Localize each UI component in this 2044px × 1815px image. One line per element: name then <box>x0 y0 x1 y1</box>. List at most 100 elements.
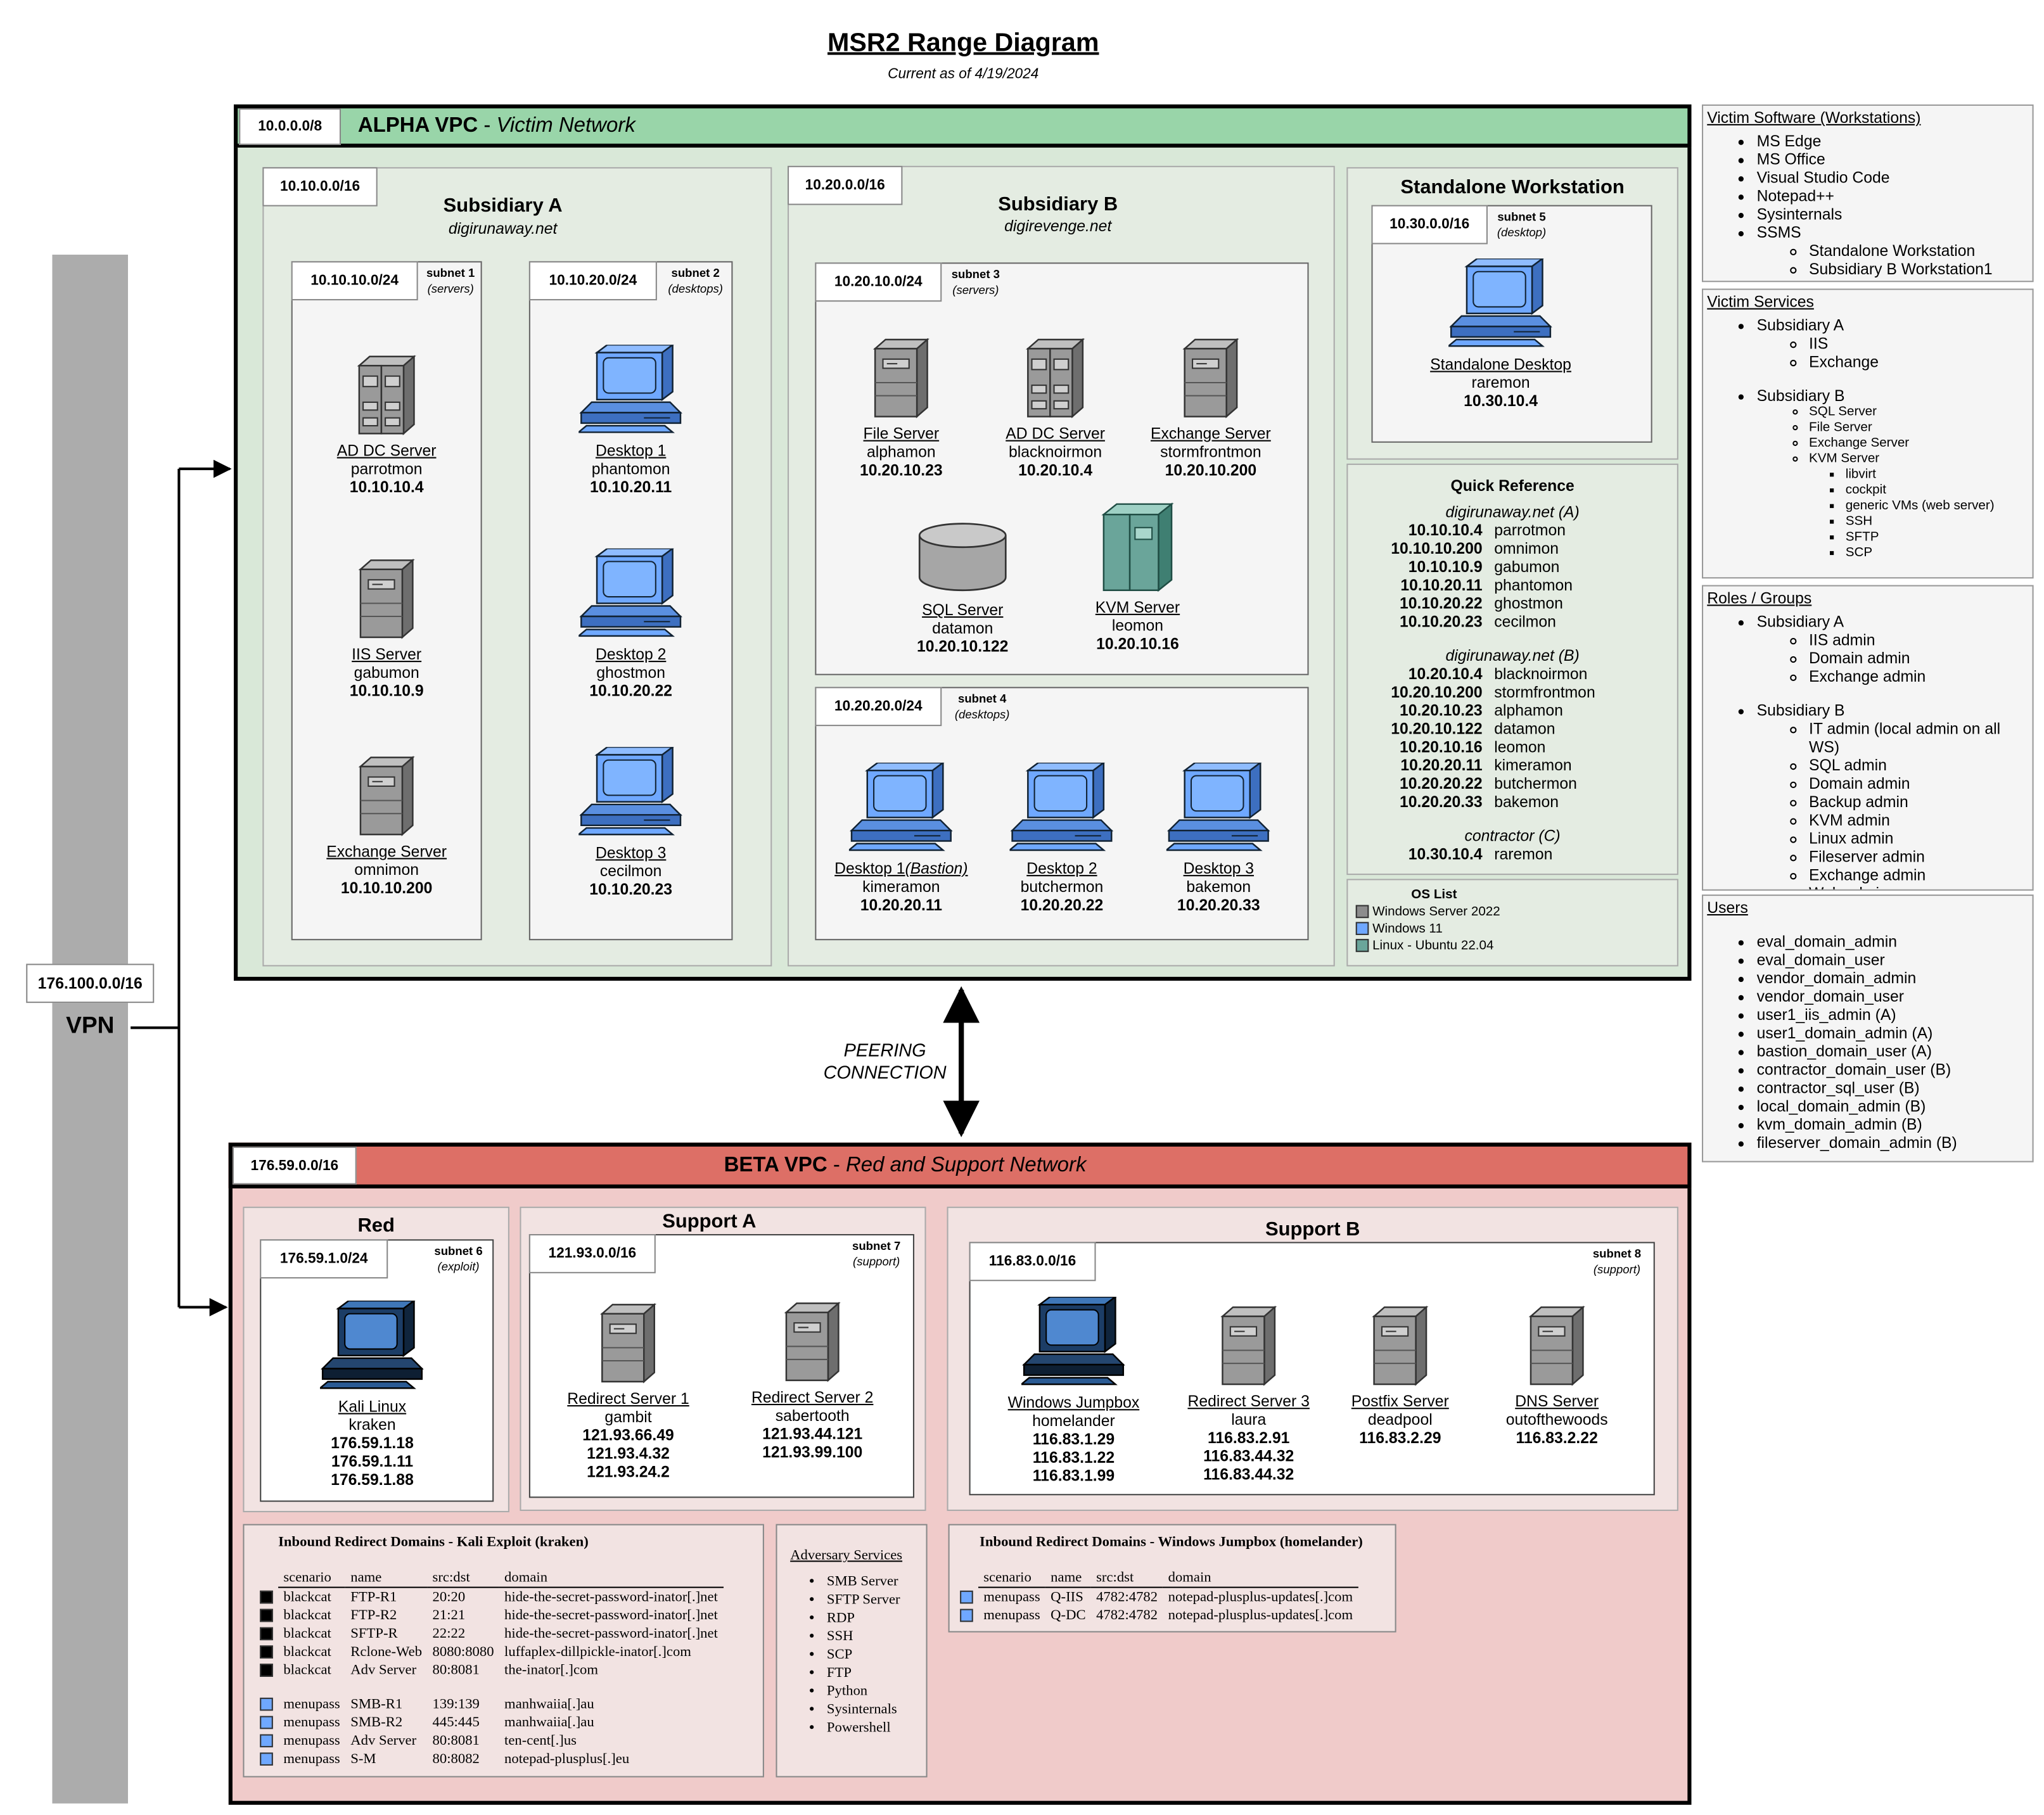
server-tower-icon <box>357 756 417 837</box>
node-host: ghostmon <box>596 663 665 682</box>
user-item: contractor_domain_user (B) <box>1757 1060 2029 1079</box>
software-item: Sysinternals <box>1757 205 2029 224</box>
node-name: KVM Server <box>1095 598 1180 616</box>
node-ip: 121.93.66.49 <box>582 1426 674 1444</box>
desktop-icon <box>849 763 954 854</box>
node-ip: 121.93.4.32 <box>587 1444 670 1463</box>
adversary-item: Python <box>827 1682 926 1700</box>
node-ip: 10.10.10.9 <box>349 682 424 700</box>
table-cell: 20:20 <box>432 1589 466 1605</box>
quick-reference-ip: 10.20.20.22 <box>1399 774 1483 793</box>
table-cell: the-inator[.]com <box>504 1662 599 1678</box>
victim-software-panel: Victim Software (Workstations) MS EdgeMS… <box>1702 104 2034 283</box>
node-host: deadpool <box>1367 1410 1433 1429</box>
table-cell: menupass <box>983 1589 1040 1605</box>
quick-reference-ip: 10.20.20.33 <box>1399 793 1483 812</box>
kvm-item: SFTP <box>1846 530 2029 546</box>
software-item: SSMSStandalone WorkstationSubsidiary B W… <box>1757 223 2029 278</box>
quick-reference-group-title: digirunaway.net (A) <box>1445 502 1580 521</box>
node-name: Redirect Server 2 <box>751 1388 874 1407</box>
roles-group: Subsidiary AIIS adminDomain adminExchang… <box>1757 613 2029 685</box>
server-tower-icon <box>871 338 931 419</box>
subnet-1-kind: (servers) <box>427 282 474 295</box>
user-item: contractor_sql_user (B) <box>1757 1079 2029 1097</box>
table-cell: Q-IIS <box>1051 1589 1083 1605</box>
node-ip: 121.93.24.2 <box>587 1462 670 1481</box>
quick-reference-ip: 10.10.10.200 <box>1391 539 1483 558</box>
software-item: Notepad++ <box>1757 187 2029 205</box>
subnet-8-name: subnet 8 <box>1592 1247 1642 1261</box>
table-cell: hide-the-secret-password-inator[.]net <box>504 1607 718 1624</box>
node-name: Kali Linux <box>338 1397 407 1416</box>
software-subitem: Subsidiary B Workstation1 <box>1809 260 2028 278</box>
software-item: Visual Studio Code <box>1757 169 2029 187</box>
server-tower-icon <box>1370 1306 1430 1387</box>
scenario-swatch-cell <box>255 1588 278 1607</box>
subnet-7-cidr: 121.93.0.0/16 <box>528 1234 656 1273</box>
node-ip: 10.20.10.16 <box>1096 634 1179 653</box>
quick-reference-host: phantomon <box>1494 576 1573 594</box>
table-cell: ten-cent[.]us <box>504 1733 577 1749</box>
role-item: Web admin <box>1809 884 2028 889</box>
scenario-swatch <box>960 1591 973 1604</box>
table-header-cell <box>255 1569 278 1588</box>
beta-header <box>228 1142 1692 1188</box>
quick-reference-ip: 10.10.10.9 <box>1408 557 1483 576</box>
quick-reference-ip: 10.20.20.11 <box>1400 756 1483 775</box>
node-name: Exchange Server <box>1151 424 1271 443</box>
node-name: Desktop 3 <box>595 843 667 862</box>
user-item: user1_domain_admin (A) <box>1757 1024 2029 1042</box>
adversary-item: SMB Server <box>827 1572 926 1591</box>
node-name: File Server <box>863 424 940 443</box>
node-ip: 116.83.2.91 <box>1208 1429 1290 1448</box>
beta-name: BETA VPC <box>724 1154 827 1177</box>
windows-11-swatch <box>1355 922 1369 936</box>
node-name: AD DC Server <box>336 441 437 460</box>
table-header-cell: domain <box>1163 1568 1358 1588</box>
subnet-5-label: subnet 5(desktop) <box>1489 209 1554 240</box>
services-b-list: SQL ServerFile ServerExchange ServerKVM … <box>1757 405 2029 561</box>
diagram-subtitle: Current as of 4/19/2024 <box>888 67 1039 82</box>
table-cell: 80:8081 <box>432 1733 480 1749</box>
subnet-3 <box>815 262 1309 675</box>
table-cell: luffaplex-dillpickle-inator[.]com <box>504 1644 691 1660</box>
table-cell: 8080:8080 <box>432 1644 494 1660</box>
table-cell: SFTP-R <box>350 1626 398 1642</box>
table-cell: menupass <box>283 1696 340 1712</box>
vpn-label: VPN <box>66 1012 115 1038</box>
user-item: bastion_domain_user (A) <box>1757 1042 2029 1060</box>
user-item: user1_iis_admin (A) <box>1757 1005 2029 1024</box>
table-cell: Rclone-Web <box>350 1644 423 1660</box>
alpha-title: ALPHA VPC - Victim Network <box>358 115 636 138</box>
service-item: KVM Serverlibvirtcockpitgeneric VMs (web… <box>1809 452 2028 561</box>
